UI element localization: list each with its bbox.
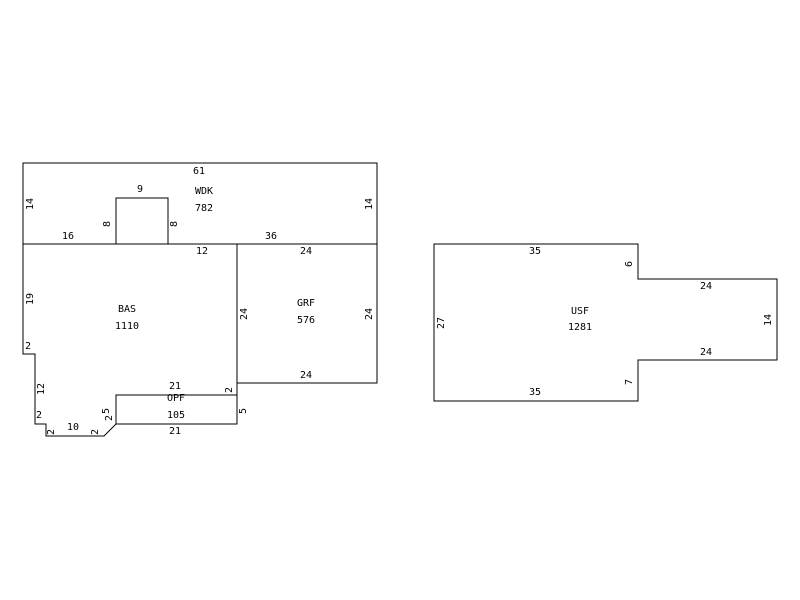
bas-label: BAS (118, 304, 136, 315)
dimension-label: 35 (529, 387, 541, 398)
grf-area: 576 (297, 315, 315, 326)
dimension-label: 36 (265, 231, 277, 242)
dimension-label: 35 (529, 246, 541, 257)
dimension-label: 19 (25, 293, 36, 305)
opf-outline (115, 394, 237, 424)
bas-area: 1110 (115, 321, 139, 332)
wdk-label: WDK (195, 186, 213, 197)
dimension-label: 12 (196, 246, 208, 257)
opf-area: 105 (167, 410, 185, 421)
grf-label: GRF (297, 298, 315, 309)
dimension-label: 24 (300, 370, 312, 381)
dimension-label: 7 (624, 379, 635, 385)
dimension-label: 2 (224, 387, 235, 393)
grf-outline (237, 243, 378, 384)
dimension-label: 5 (101, 408, 112, 414)
dimension-label: 24 (700, 281, 712, 292)
dimension-label: 21 (169, 381, 181, 392)
dimension-label: 14 (763, 314, 774, 326)
usf-outline (433, 243, 778, 402)
dimension-label: 27 (436, 317, 447, 329)
dimension-label: 5 (238, 408, 249, 414)
dimension-label: 2 (90, 429, 101, 435)
dimension-label: 2 (25, 341, 31, 352)
dimension-label: 16 (62, 231, 74, 242)
usf-label: USF (571, 306, 589, 317)
dimension-label: 24 (700, 347, 712, 358)
dimension-label: 24 (364, 308, 375, 320)
dimension-label: 9 (137, 184, 143, 195)
dimension-label: 14 (25, 198, 36, 210)
dimension-label: 2 (46, 429, 57, 435)
dimension-label: 10 (67, 422, 79, 433)
usf-area: 1281 (568, 322, 592, 333)
wdk-area: 782 (195, 203, 213, 214)
dimension-label: 12 (36, 383, 47, 395)
dimension-label: 61 (193, 166, 205, 177)
bas-outline (22, 243, 238, 437)
opf-label: OPF (167, 393, 185, 404)
dimension-label: 21 (169, 426, 181, 437)
dimension-label: 8 (102, 221, 113, 227)
dimension-label: 24 (300, 246, 312, 257)
dimension-label: 6 (624, 261, 635, 267)
dimension-label: 24 (239, 308, 250, 320)
dimension-label: 14 (364, 198, 375, 210)
dimension-label: 2 (104, 415, 115, 421)
dimension-label: 8 (169, 221, 180, 227)
dimension-label: 2 (36, 410, 42, 421)
